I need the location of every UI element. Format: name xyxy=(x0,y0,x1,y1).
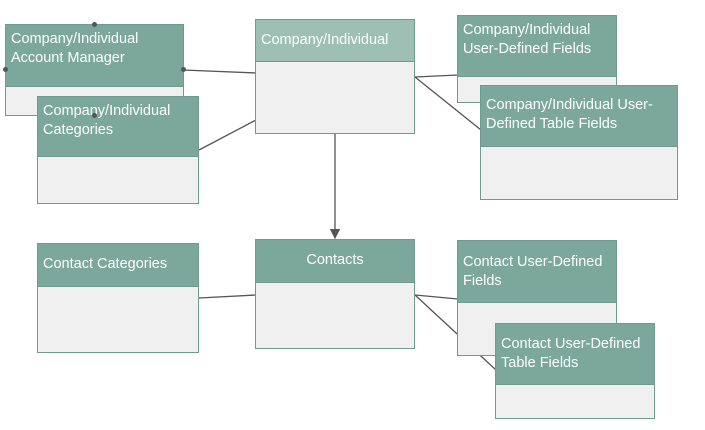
connector-company-categories xyxy=(198,119,257,151)
connector-account-manager xyxy=(182,69,257,74)
entity-header: Contacts xyxy=(256,240,414,283)
connector-contact-udtf xyxy=(414,294,497,371)
entity-title: Company/Individual Account Manager xyxy=(11,31,139,66)
selection-handle[interactable] xyxy=(92,113,97,118)
entity-title: Company/Individual User-Defined Table Fi… xyxy=(486,97,653,132)
selection-handle[interactable] xyxy=(92,22,97,27)
selection-handle[interactable] xyxy=(3,67,8,72)
entity-header: Company/Individual Categories xyxy=(38,97,198,157)
entity-header: Contact User-Defined Table Fields xyxy=(496,324,654,385)
entity-contact-udtf[interactable]: Contact User-Defined Table Fields xyxy=(495,323,655,419)
entity-header: Company/Individual xyxy=(256,20,414,62)
entity-title: Contact User-Defined Table Fields xyxy=(501,336,641,371)
entity-title: Contact User-Defined Fields xyxy=(463,254,603,289)
entity-header: Company/Individual User-Defined Fields xyxy=(458,16,616,77)
connector-company-udf xyxy=(414,74,459,78)
entity-company-categories[interactable]: Company/Individual Categories xyxy=(37,96,199,204)
entity-header: Company/Individual User-Defined Table Fi… xyxy=(481,86,677,147)
entity-header: Contact Categories xyxy=(38,244,198,287)
connector-contact-categories xyxy=(198,294,257,299)
entity-header: Contact User-Defined Fields xyxy=(458,241,616,303)
entity-contact-categories[interactable]: Contact Categories xyxy=(37,243,199,353)
entity-company-individual[interactable]: Company/Individual xyxy=(255,19,415,134)
entity-header: Company/Individual Account Manager xyxy=(6,25,183,87)
connector-company-udtf xyxy=(414,76,482,131)
entity-title: Company/Individual xyxy=(261,32,389,48)
entity-title: Contact Categories xyxy=(43,256,168,272)
entity-contacts[interactable]: Contacts xyxy=(255,239,415,349)
selection-handle[interactable] xyxy=(181,67,186,72)
entity-title: Contacts xyxy=(306,252,364,268)
entity-title: Company/Individual User-Defined Fields xyxy=(463,22,592,57)
connector-contact-udf xyxy=(414,294,459,300)
entity-company-udtf[interactable]: Company/Individual User-Defined Table Fi… xyxy=(480,85,678,200)
entity-title: Company/Individual Categories xyxy=(43,103,171,138)
